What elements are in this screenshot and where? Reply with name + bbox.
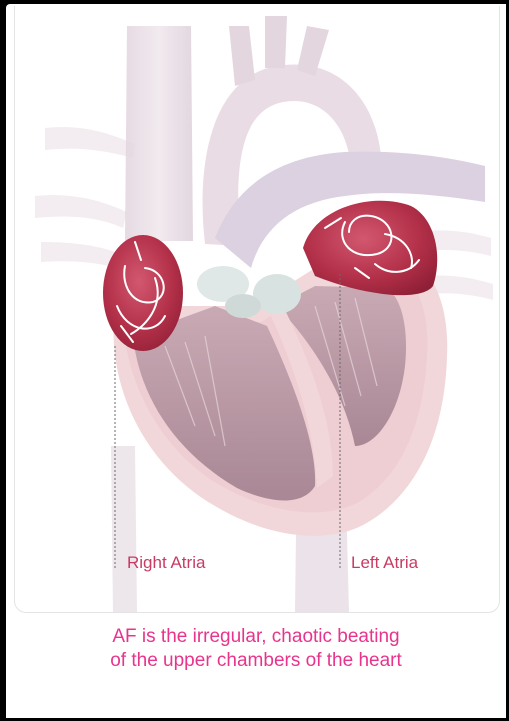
info-card: Right Atria Left Atria AF is the irregul… bbox=[6, 4, 506, 718]
heart-illustration-panel: Right Atria Left Atria bbox=[14, 6, 500, 613]
right-atrium bbox=[103, 235, 183, 351]
vena-cava bbox=[125, 26, 193, 241]
right-atria-label: Right Atria bbox=[127, 553, 205, 573]
caption: AF is the irregular, chaotic beating of … bbox=[6, 625, 506, 673]
heart-illustration bbox=[15, 6, 499, 612]
left-atria-label: Left Atria bbox=[351, 553, 418, 573]
caption-line-2: of the upper chambers of the heart bbox=[6, 649, 506, 673]
caption-line-1: AF is the irregular, chaotic beating bbox=[6, 625, 506, 649]
